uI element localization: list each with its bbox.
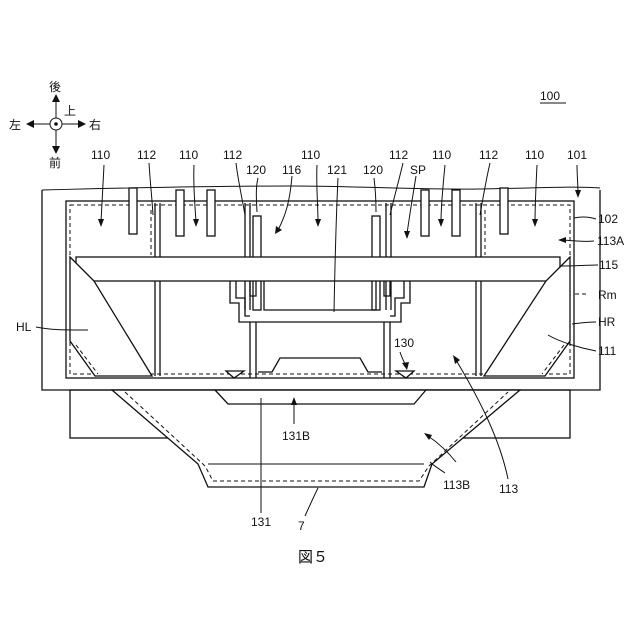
label-131: 131 <box>251 515 271 529</box>
top-hanging-plates <box>129 188 508 236</box>
label-113a: 113A <box>597 234 624 248</box>
label-116: 116 <box>282 163 301 177</box>
label-113b: 113B <box>443 478 470 492</box>
figure-caption: 図５ <box>298 548 328 566</box>
compass-left: 左 <box>9 117 21 132</box>
direction-compass: 後 前 左 右 上 <box>9 80 101 170</box>
label-112-a: 112 <box>137 148 156 162</box>
label-120-a: 120 <box>246 163 266 177</box>
compass-up: 上 <box>64 104 76 118</box>
label-110-b: 110 <box>179 148 198 162</box>
label-101: 101 <box>567 148 587 162</box>
label-hr: HR <box>598 315 616 329</box>
compass-front: 前 <box>49 155 61 170</box>
label-110-e: 110 <box>525 148 544 162</box>
label-sp: SP <box>410 163 426 177</box>
label-110-c: 110 <box>301 148 320 162</box>
label-112-c: 112 <box>389 148 408 162</box>
compass-back: 後 <box>49 80 61 94</box>
label-120-b: 120 <box>363 163 383 177</box>
label-130: 130 <box>394 336 414 350</box>
label-hl: HL <box>16 320 32 334</box>
label-121: 121 <box>327 163 347 177</box>
inner-chamber <box>66 201 574 378</box>
compass-right: 右 <box>89 117 101 132</box>
figure-number-label: 100 <box>540 89 560 103</box>
horizontal-beam <box>76 257 560 281</box>
inner-liner-dashed <box>70 205 570 374</box>
label-113: 113 <box>499 482 518 496</box>
label-111: 111 <box>598 344 617 358</box>
label-7: 7 <box>298 519 305 533</box>
central-channel-upper <box>264 281 376 310</box>
label-115: 115 <box>599 258 618 272</box>
label-rm: Rm <box>598 288 617 302</box>
label-110-d: 110 <box>432 148 451 162</box>
label-112-d: 112 <box>479 148 498 162</box>
label-131b: 131B <box>282 429 310 443</box>
center-raised-plate <box>258 358 382 372</box>
label-110-a: 110 <box>91 148 110 162</box>
label-102: 102 <box>598 212 618 226</box>
housing-top-breakline <box>42 186 600 190</box>
partition-walls <box>151 203 485 376</box>
label-112-b: 112 <box>223 148 242 162</box>
